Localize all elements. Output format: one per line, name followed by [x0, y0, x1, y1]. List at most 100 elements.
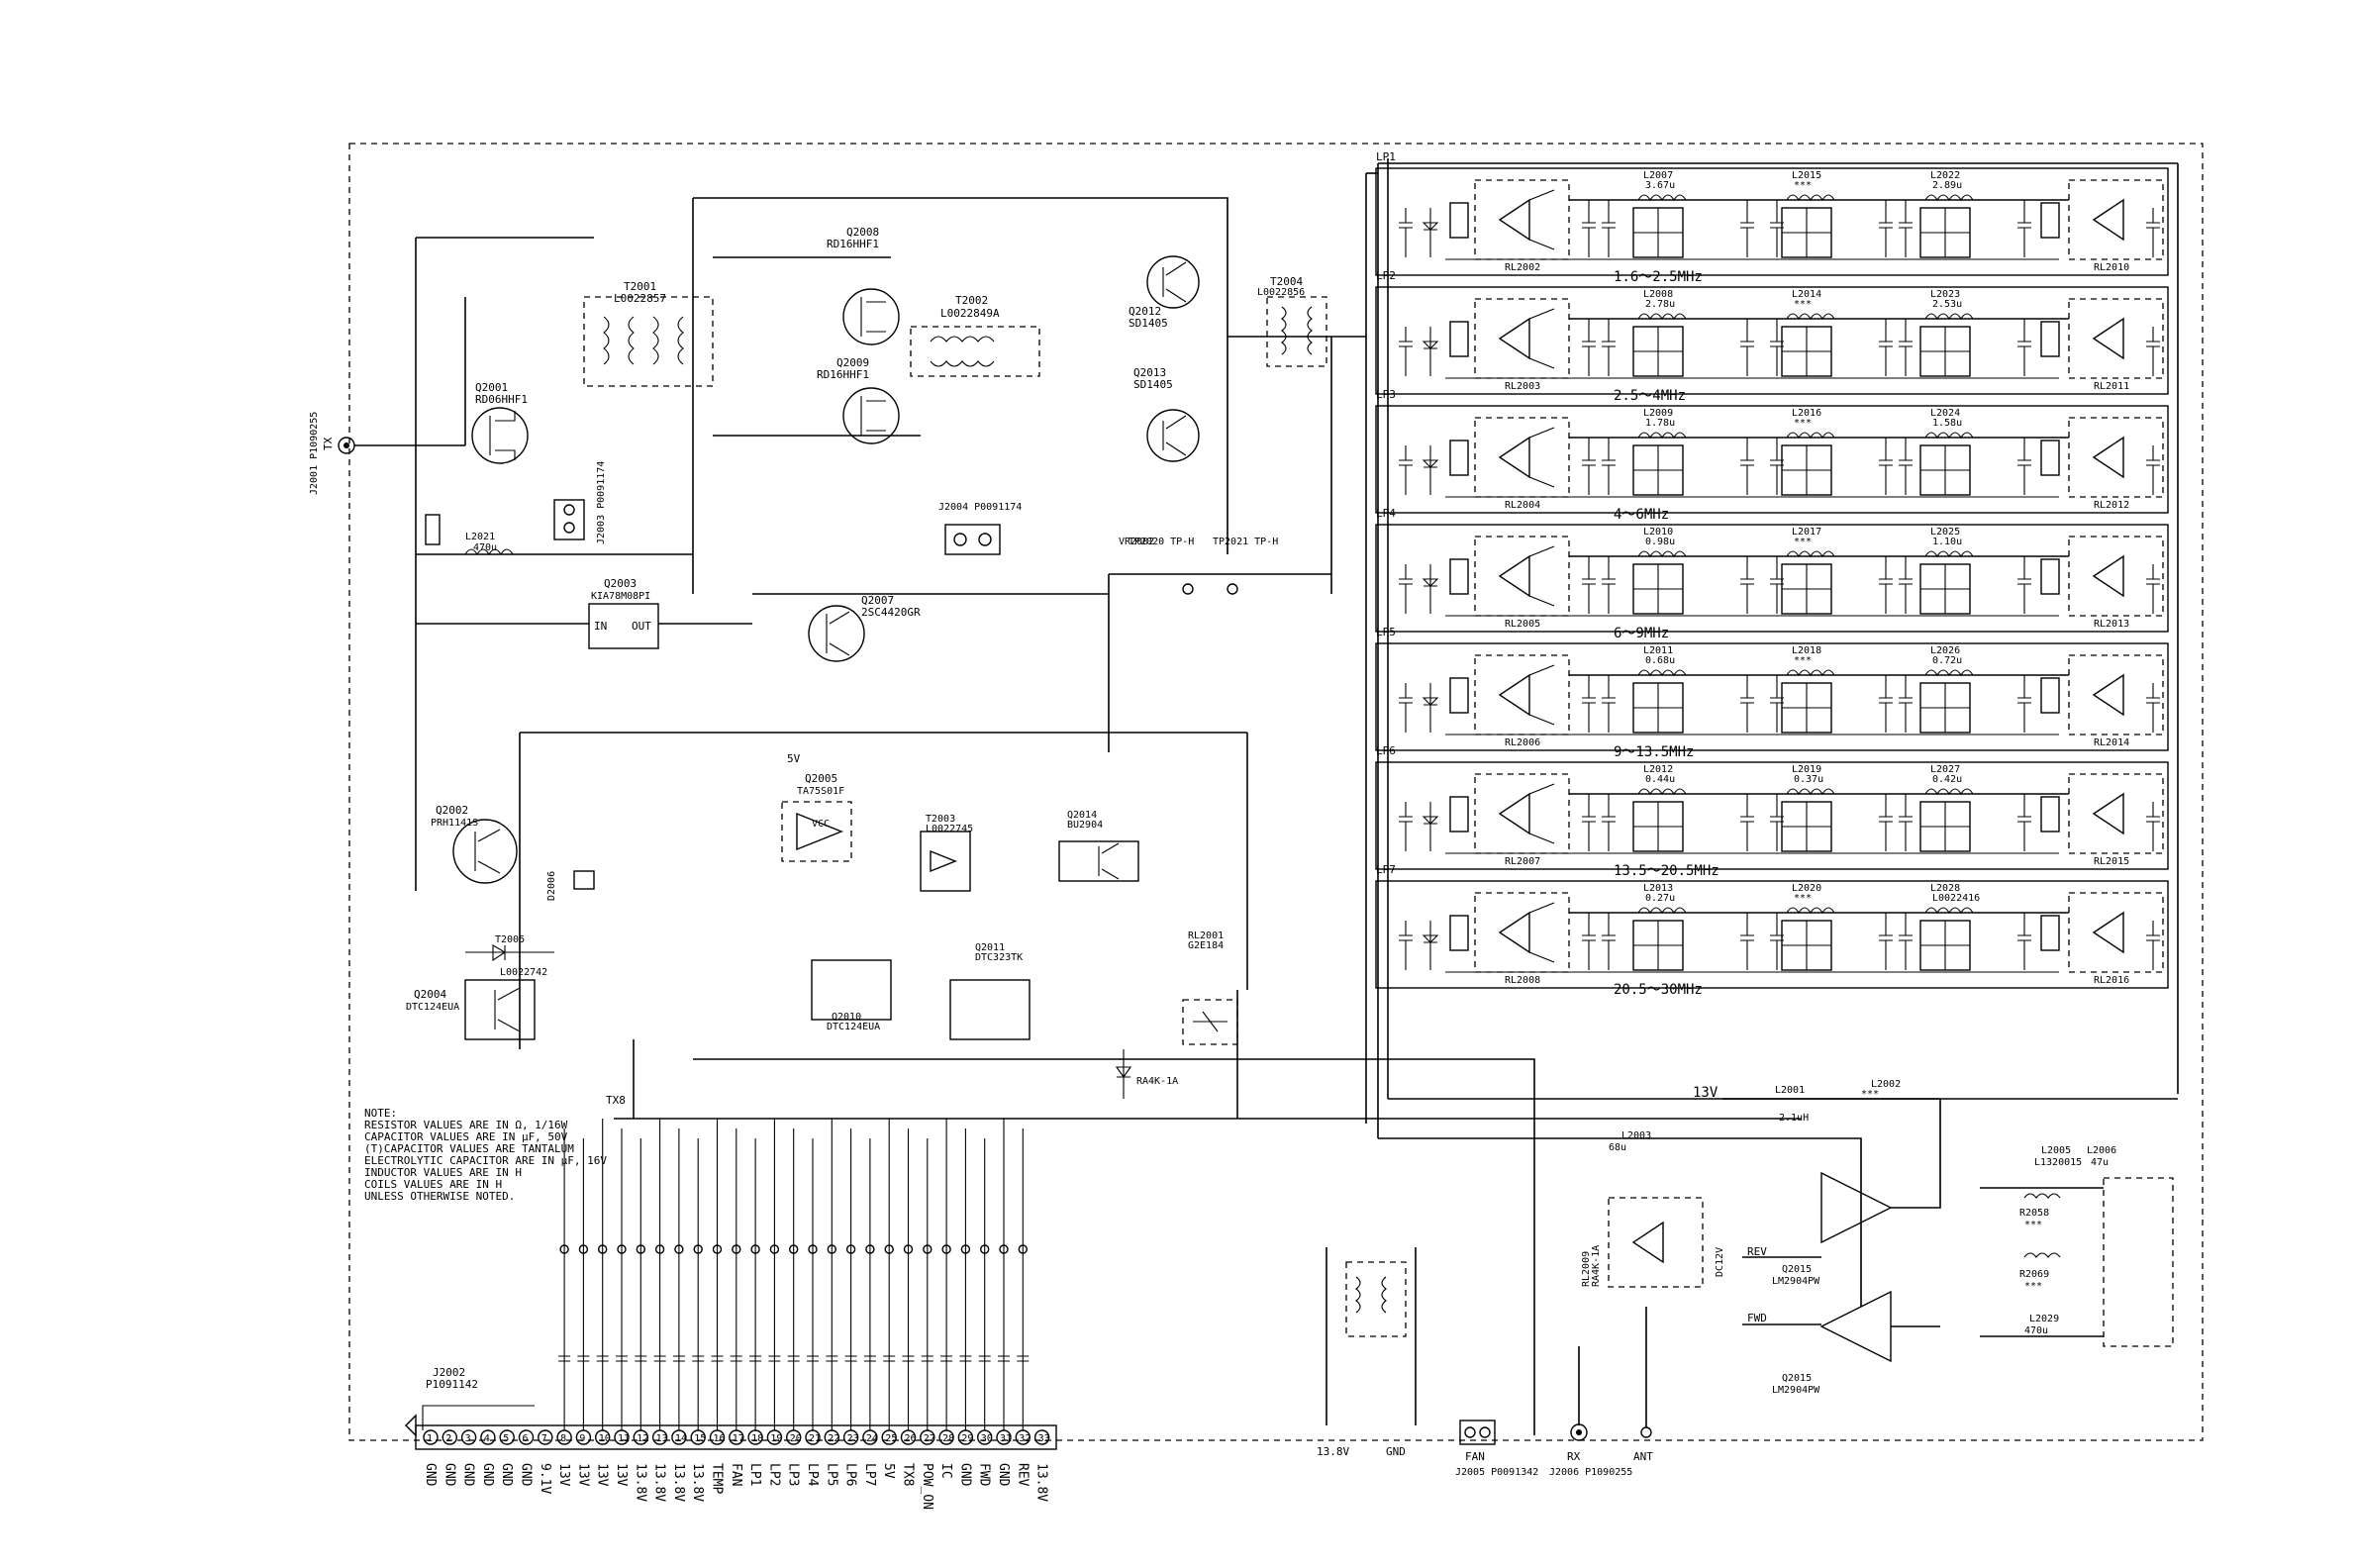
lpf-band: 2.5～4MHz [1614, 388, 1686, 404]
rl2009-val: RA4K-1A [1591, 1245, 1602, 1287]
tc2001-val: 47u [2091, 1157, 2109, 1168]
pin-signal: GND [996, 1463, 1011, 1487]
pin-number: 13 [656, 1433, 668, 1444]
q2012-val: SD1405 [1129, 317, 1168, 330]
c2091-val: 68u [1609, 1142, 1626, 1153]
q2006-ref: Q2010 [832, 1012, 861, 1023]
pin-signal: 9.1V [538, 1463, 552, 1494]
pin-number: 21 [809, 1433, 821, 1444]
lpf-relay-b: RL2014 [2094, 737, 2129, 748]
c2091-ref: L2003 [1621, 1130, 1651, 1141]
pin-number: 14 [675, 1433, 687, 1444]
pin-number: 10 [599, 1433, 611, 1444]
lpf-inductor-ref: L2023 [1930, 289, 1960, 300]
t2004-val: L0022856 [1257, 287, 1305, 298]
pin-signal: FWD [977, 1463, 992, 1487]
lpf-inductor-val: 1.78u [1645, 418, 1675, 429]
q2002-ref: Q2002 [436, 804, 468, 817]
pin-number: 28 [942, 1433, 954, 1444]
lpf-inductor-ref: L2026 [1930, 645, 1960, 656]
lpf-inductor-ref: L2017 [1792, 527, 1821, 538]
l2021-val: *** [2024, 1281, 2042, 1292]
pin-number: 4 [484, 1433, 490, 1444]
q2007-transistor [808, 605, 865, 662]
q2013-transistor [1146, 409, 1200, 462]
lpf-inductor-ref: L2019 [1792, 764, 1821, 775]
lpf-band: 20.5～30MHz [1614, 982, 1703, 998]
note-line-4: ELECTROLYTIC CAPACITOR ARE IN μF, 16V [364, 1154, 607, 1167]
output-connectors: RX J2006 P1090255 ANT FAN J2005 P0091342… [606, 1094, 1653, 1478]
lpf-inductor-val: 0.98u [1645, 537, 1675, 547]
q2001-ref: Q2001 [475, 381, 508, 394]
pin-number: 22 [828, 1433, 839, 1444]
fan-label: FAN [1465, 1450, 1485, 1463]
lpf-inductor-ref: L2024 [1930, 408, 1960, 419]
lpf-inductor-val: 0.68u [1645, 655, 1675, 666]
q2008-ref: Q2008 [846, 226, 879, 239]
pin-signal: IC [938, 1463, 953, 1479]
r2077-ref: L2001 [1775, 1085, 1805, 1096]
lpf-inductor-ref: L2008 [1643, 289, 1673, 300]
rl2009-ref: RL2009 [1581, 1251, 1592, 1287]
j2003-connector [553, 499, 585, 540]
q2003-in: IN [594, 620, 607, 633]
lpf-relay-b: RL2015 [2094, 856, 2129, 867]
q2008-transistor [842, 288, 900, 345]
q2004-ref: Q2004 [414, 988, 446, 1001]
l2021-ref: R2069 [2019, 1269, 2049, 1280]
lpf-inductor-ref: L2015 [1792, 170, 1821, 181]
lpf-id: LP6 [1376, 744, 1396, 757]
fan-connector[interactable] [1459, 1420, 1496, 1445]
note-line-3: (T)CAPACITOR VALUES ARE TANTALUM [364, 1142, 574, 1155]
pin-number: 32 [1019, 1433, 1031, 1444]
rx-label: RX [1567, 1450, 1581, 1463]
q2012-transistor [1146, 255, 1200, 309]
c2199-ref: L2002 [1871, 1079, 1901, 1090]
pin-signal: LP1 [747, 1463, 762, 1486]
lpf-inductor-ref: L2018 [1792, 645, 1821, 656]
q2015-ref: Q2015 [1782, 1264, 1812, 1275]
pin-signal: GND [423, 1463, 438, 1487]
lpf-inductor-val: *** [1794, 655, 1812, 666]
q2007-ref: Q2007 [861, 594, 894, 607]
lpf-inductor-ref: L2011 [1643, 645, 1673, 656]
note-line-1: RESISTOR VALUES ARE IN Ω, 1/16W [364, 1119, 568, 1131]
q2011-val: BU2904 [1067, 820, 1103, 831]
pin-number: 17 [733, 1433, 744, 1444]
pin-signal: 13.8V [690, 1463, 705, 1502]
r2077-val: 2.1uH [1779, 1113, 1809, 1124]
pin-signal: 13.8V [671, 1463, 686, 1502]
pin-number: 26 [905, 1433, 917, 1444]
pin-number: 11 [618, 1433, 630, 1444]
lpf-inductor-val: *** [1794, 180, 1812, 191]
tx-label: TX [322, 437, 335, 450]
q2009-transistor [842, 387, 900, 444]
pin-number: 30 [981, 1433, 993, 1444]
rx-jack-label: J2006 P1090255 [1549, 1467, 1632, 1478]
tx-jack-label: J2001 P1090255 [309, 412, 320, 495]
q2001-val: RD06HHF1 [475, 393, 528, 406]
q2003-val: KIA78M08PI [591, 591, 650, 602]
rl2009-dc12v: DC12V [1715, 1247, 1725, 1277]
lpf-id: LP2 [1376, 269, 1396, 282]
l2029-val: *** [2024, 1220, 2042, 1230]
lpf-inductor-val: 2.78u [1645, 299, 1675, 310]
lpf-inductor-ref: L2010 [1643, 527, 1673, 538]
pin-signal: 13.8V [633, 1463, 647, 1502]
q2015-val: LM2904PW [1772, 1276, 1820, 1287]
